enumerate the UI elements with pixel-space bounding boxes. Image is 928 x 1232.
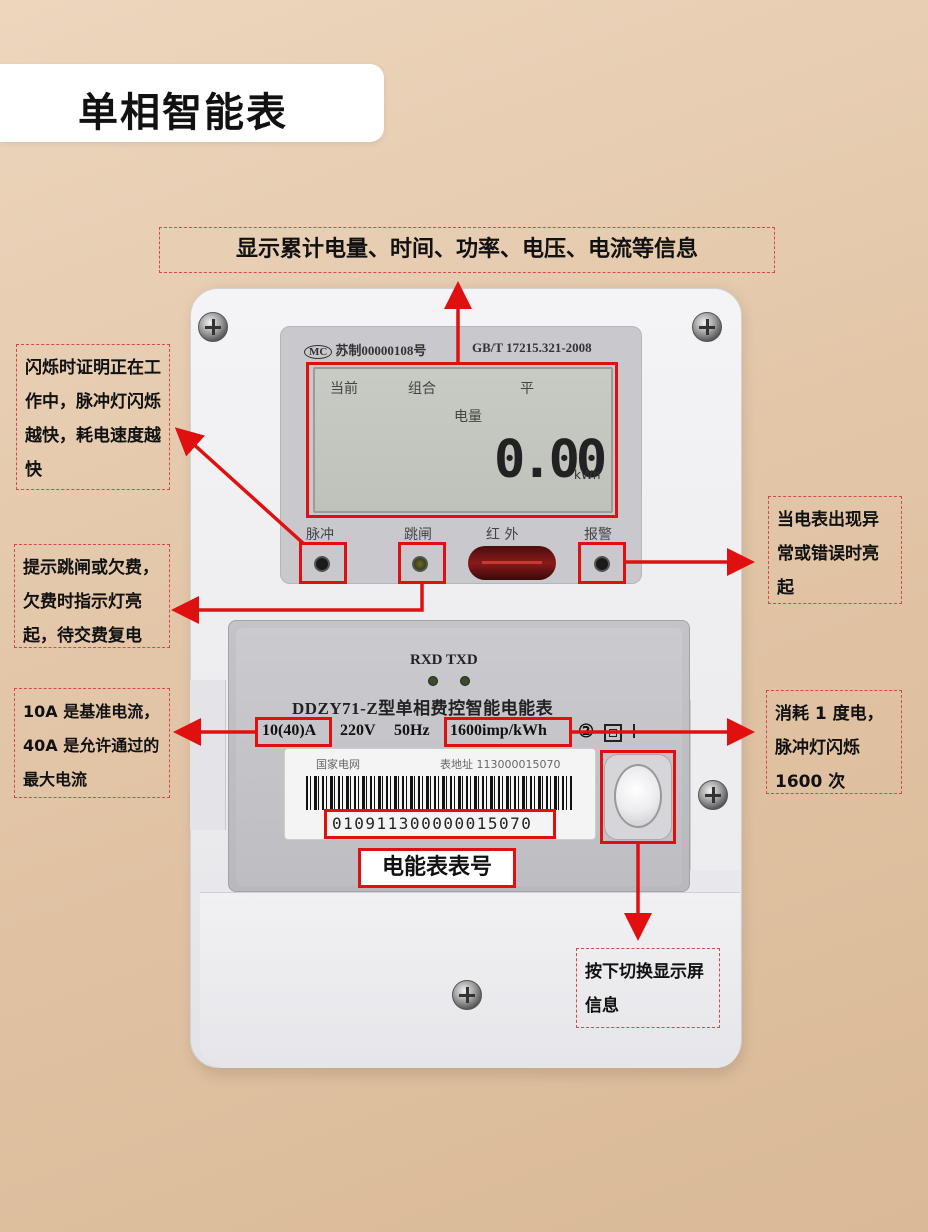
screw-icon — [198, 312, 228, 342]
lcd-flat: 平 — [520, 381, 534, 397]
meter-number-label: 电能表表号 — [358, 848, 516, 888]
lcd-energy: 电量 — [454, 409, 482, 425]
screw-icon — [692, 312, 722, 342]
barcode-address: 表地址 113000015070 — [440, 758, 561, 771]
double-insulation-icon — [604, 724, 622, 742]
comm-label: RXD TXD — [410, 652, 478, 668]
note-trip: 提示跳闸或欠费，欠费时指示灯亮起，待交费复电 — [14, 544, 170, 648]
highlight-lcd — [306, 362, 618, 518]
note-display-info: 显示累计电量、时间、功率、电压、电流等信息 — [159, 227, 775, 273]
rxd-led — [428, 676, 438, 686]
page-title: 单相智能表 — [78, 90, 288, 136]
highlight-alarm — [578, 542, 626, 584]
rated-frequency: 50Hz — [394, 722, 430, 739]
meter-side-clip — [190, 680, 226, 830]
lcd-screen — [313, 367, 613, 513]
note-button: 按下切换显示屏信息 — [576, 948, 720, 1028]
lcd-current: 当前 — [330, 381, 358, 397]
display-switch-button[interactable] — [614, 764, 662, 828]
meter-constant: 1600imp/kWh — [450, 722, 547, 739]
lcd-combined: 组合 — [408, 381, 436, 397]
barcode — [306, 776, 572, 810]
class-symbol: ② — [578, 721, 595, 741]
terminal-mark-icon — [633, 724, 635, 738]
highlight-button — [600, 750, 676, 844]
note-current: 10A 是基准电流，40A 是允许通过的最大电流 — [14, 688, 170, 798]
serial-number: 010911300000015070 — [332, 814, 533, 833]
alarm-label: 报警 — [584, 527, 612, 543]
rated-voltage: 220V — [340, 722, 376, 739]
highlight-serial — [324, 809, 556, 839]
screw-icon — [452, 980, 482, 1010]
barcode-brand: 国家电网 — [316, 758, 360, 771]
screw-icon — [698, 780, 728, 810]
txd-led — [460, 676, 470, 686]
highlight-constant — [444, 717, 572, 747]
note-alarm: 当电表出现异常或错误时亮起 — [768, 496, 902, 604]
title-card — [0, 64, 384, 142]
highlight-current — [255, 717, 332, 747]
infrared-label: 红 外 — [486, 527, 519, 543]
pulse-led — [314, 556, 330, 572]
lcd-unit: kWh — [574, 468, 601, 482]
cert-number: 苏制00000108号 — [335, 343, 427, 358]
note-pulse: 闪烁时证明正在工作中，脉冲灯闪烁越快，耗电速度越快 — [16, 344, 170, 490]
model-label: DDZY71-Z型单相费控智能电能表 — [292, 699, 554, 718]
pulse-label: 脉冲 — [306, 527, 334, 543]
highlight-trip — [398, 542, 446, 584]
trip-led — [412, 556, 428, 572]
highlight-pulse — [299, 542, 347, 584]
standard-label: GB/T 17215.321-2008 — [472, 340, 592, 355]
mc-logo: MC — [304, 345, 333, 359]
lcd-reading: 0.00 — [494, 430, 607, 490]
trip-label: 跳闸 — [404, 527, 432, 543]
note-constant: 消耗 1 度电，脉冲灯闪烁 1600 次 — [766, 690, 902, 794]
rated-current: 10(40)A — [262, 722, 317, 739]
infrared-port — [468, 546, 556, 580]
alarm-led — [594, 556, 610, 572]
